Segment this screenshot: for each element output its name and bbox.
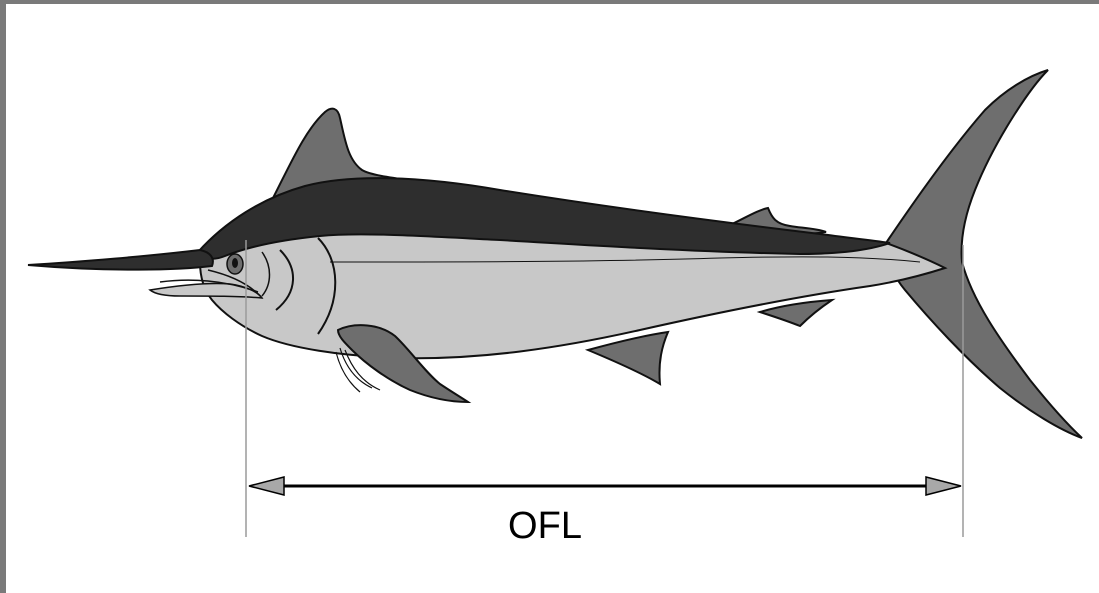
bill bbox=[28, 250, 213, 270]
anal-fin bbox=[588, 332, 668, 384]
second-anal-fin bbox=[760, 300, 832, 326]
eye-icon bbox=[227, 254, 243, 274]
measurement-label: OFL bbox=[508, 505, 582, 547]
arrowhead-right-icon bbox=[926, 477, 961, 495]
arrowhead-left-icon bbox=[249, 477, 284, 495]
